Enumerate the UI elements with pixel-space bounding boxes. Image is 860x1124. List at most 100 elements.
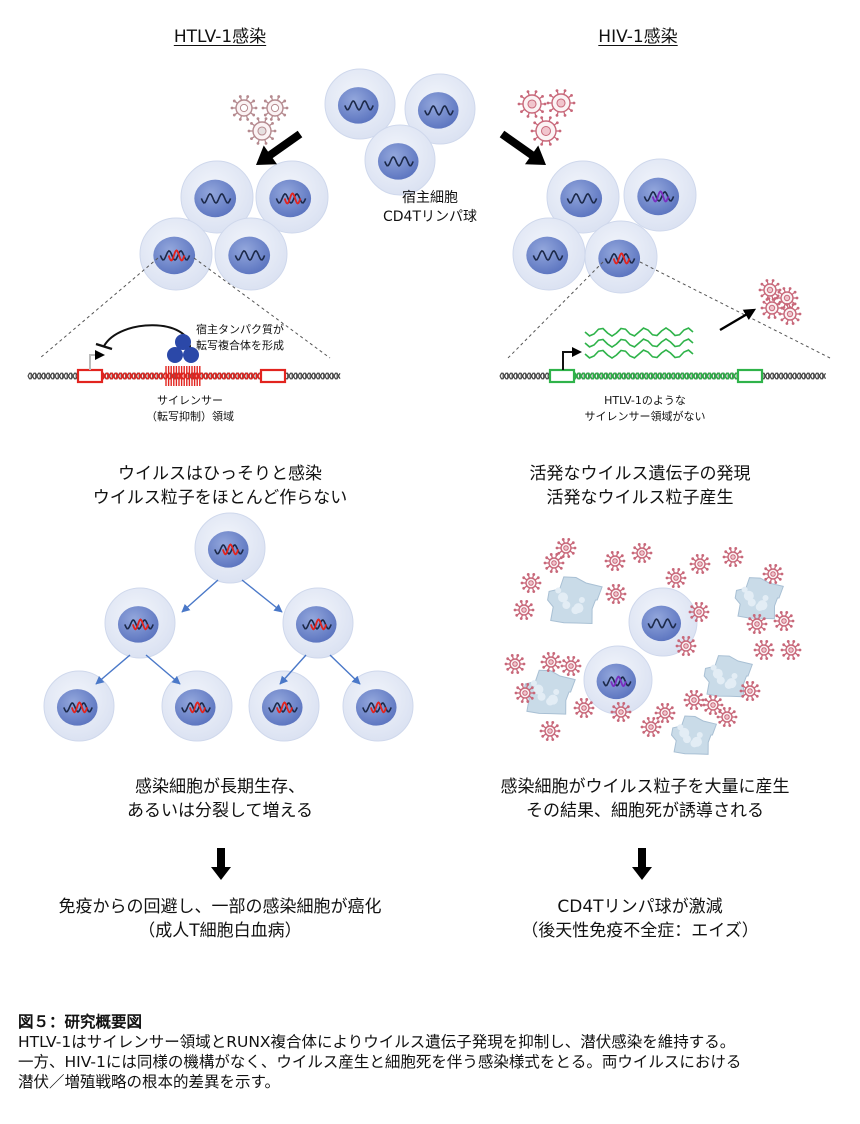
virus-spike-tip bbox=[718, 698, 722, 702]
virus-spike-tip bbox=[520, 667, 524, 671]
virus-spike-tip bbox=[748, 617, 752, 621]
host-cell-top-2 bbox=[404, 73, 476, 145]
virus-spike-tip bbox=[522, 576, 526, 580]
virus-spike-tip bbox=[555, 113, 559, 117]
htlv-description-line1: ウイルスはひっそりと感染 bbox=[118, 464, 322, 484]
host-dna-strand bbox=[302, 619, 332, 630]
tree-cell-r1 bbox=[282, 587, 354, 659]
virus-core bbox=[788, 647, 794, 653]
virus-spike-tip bbox=[246, 95, 250, 98]
virus-spike-tip bbox=[778, 577, 782, 581]
hiv-virion-24 bbox=[540, 652, 562, 672]
virus-spike-tip bbox=[541, 94, 544, 98]
virus-spike-tip bbox=[646, 717, 650, 720]
virus-spike-tip bbox=[685, 693, 689, 697]
virus-spike-tip bbox=[621, 597, 625, 601]
virus-spike-tip bbox=[558, 660, 562, 664]
zoom-line-left-a bbox=[39, 257, 159, 359]
virus-core bbox=[239, 103, 249, 113]
virus-spike-tip bbox=[532, 573, 536, 576]
virus-spike-tip bbox=[529, 613, 533, 617]
virus-spike-tip bbox=[758, 288, 762, 292]
host-dna-strand bbox=[566, 192, 598, 204]
virus-core bbox=[257, 126, 267, 136]
virus-spike-tip bbox=[762, 300, 766, 304]
virus-spike-tip bbox=[773, 316, 777, 319]
virus-spike-tip bbox=[798, 312, 802, 316]
virus-spike-tip bbox=[683, 576, 687, 580]
virus-spike-tip bbox=[552, 652, 556, 655]
virus-spike-tip bbox=[656, 720, 660, 724]
virus-core bbox=[639, 550, 645, 556]
virus-spike-tip bbox=[738, 560, 742, 564]
virus-spike-tip bbox=[677, 639, 681, 643]
virus-spike-tip bbox=[548, 142, 552, 146]
cell-debris bbox=[555, 587, 562, 594]
virus-spike-tip bbox=[555, 724, 559, 728]
virus-spike-tip bbox=[520, 581, 524, 585]
hiv-title: HIV-1感染 bbox=[598, 27, 678, 47]
cell-debris bbox=[762, 595, 769, 601]
arrow-to-htlv bbox=[256, 130, 303, 165]
released-virus-4 bbox=[778, 303, 802, 325]
viral-dna-segment bbox=[283, 192, 302, 205]
hiv-result: 感染細胞がウイルス粒子を大量に産生 その結果、細胞死が誘導される bbox=[450, 775, 840, 823]
hiv-outcome-line2: （後天性免疫不全症：エイズ） bbox=[521, 921, 759, 941]
cell-debris bbox=[731, 673, 738, 679]
htlv-virus-3 bbox=[247, 117, 277, 145]
silencer-label: サイレンサー （転写抑制）領域 bbox=[110, 393, 270, 425]
virus-spike-tip bbox=[611, 601, 615, 604]
virus-spike-tip bbox=[665, 576, 669, 580]
host-protein-label-line2: 転写複合体を形成 bbox=[196, 339, 284, 352]
hiv-virion-11 bbox=[746, 614, 768, 634]
virus-spike-tip bbox=[606, 564, 610, 568]
virus-spike-tip bbox=[681, 653, 685, 656]
virus-spike-tip bbox=[695, 554, 699, 557]
virus-spike-tip bbox=[250, 121, 253, 125]
virus-spike-tip bbox=[522, 662, 526, 666]
virus-spike-tip bbox=[677, 568, 681, 571]
virus-spike-tip bbox=[773, 297, 777, 300]
virus-spike-tip bbox=[672, 711, 676, 715]
virus-spike-tip bbox=[250, 137, 253, 141]
virus-particles-layer bbox=[230, 89, 802, 741]
virus-spike-tip bbox=[543, 561, 547, 565]
virus-spike-tip bbox=[520, 683, 524, 686]
hiv-virion-12 bbox=[773, 611, 795, 631]
virus-spike-tip bbox=[631, 551, 635, 555]
viral-dna-segment bbox=[132, 618, 149, 631]
virus-spike-tip bbox=[572, 101, 576, 105]
virus-spike-tip bbox=[778, 288, 782, 292]
cell-debris bbox=[691, 736, 702, 747]
virus-spike-tip bbox=[516, 696, 520, 700]
release-arrow bbox=[719, 308, 757, 332]
virus-spike-tip bbox=[530, 686, 534, 690]
virus-spike-tip bbox=[765, 640, 769, 643]
virus-core bbox=[568, 663, 574, 669]
virus-spike-tip bbox=[536, 576, 540, 580]
virus-spike-tip bbox=[769, 643, 773, 647]
virus-spike-tip bbox=[681, 636, 685, 639]
virus-core bbox=[527, 99, 537, 109]
hiv-result-line1: 感染細胞がウイルス粒子を大量に産生 bbox=[500, 777, 790, 797]
viral-dna-segment bbox=[222, 543, 239, 556]
virus-spike-tip bbox=[774, 581, 778, 584]
silencer-label-line2: （転写抑制）領域 bbox=[146, 410, 234, 423]
virus-spike-tip bbox=[254, 106, 258, 110]
virus-spike-tip bbox=[714, 695, 718, 698]
host-cell-top-3 bbox=[364, 124, 436, 196]
virus-spike-tip bbox=[724, 560, 728, 564]
virus-spike-tip bbox=[699, 703, 703, 707]
no-silencer-label-line2: サイレンサー領域がない bbox=[584, 410, 706, 423]
virus-spike-tip bbox=[579, 715, 583, 718]
virus-spike-tip bbox=[620, 554, 624, 558]
hiv-virion-27 bbox=[539, 721, 561, 741]
virus-core bbox=[783, 294, 791, 302]
virus-spike-tip bbox=[702, 703, 706, 707]
virus-spike-tip bbox=[589, 711, 593, 715]
virus-spike-tip bbox=[780, 648, 784, 652]
virus-spike-tip bbox=[687, 636, 691, 639]
repression-bar-icon bbox=[95, 342, 113, 351]
virus-spike-tip bbox=[764, 577, 768, 581]
cell-debris bbox=[741, 586, 748, 593]
